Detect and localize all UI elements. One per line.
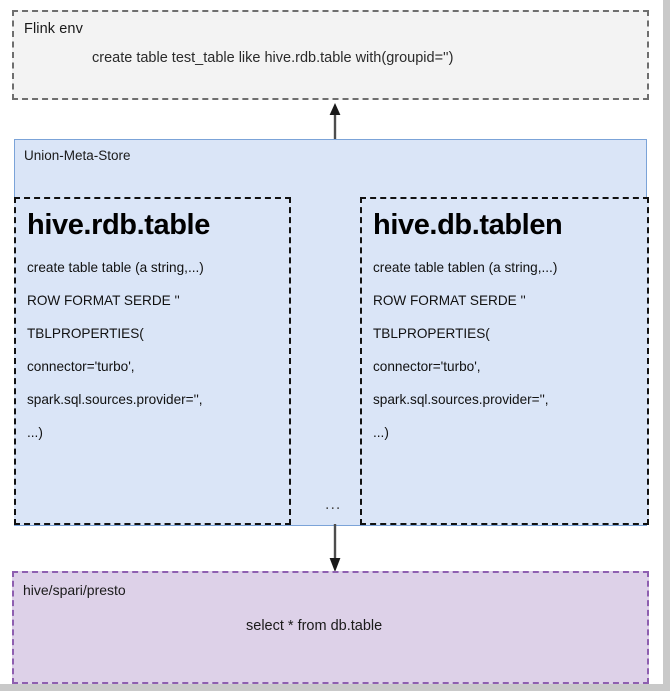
table-ddl-line: connector='turbo', <box>27 359 135 374</box>
table-ddl-line: ROW FORMAT SERDE '' <box>373 293 526 308</box>
flink-env-block: Flink env create table test_table like h… <box>12 10 649 100</box>
arrow-up-icon <box>329 103 341 141</box>
table-name: hive.db.tablen <box>373 209 563 241</box>
table-ddl-line: ...) <box>373 425 389 440</box>
table-ddl-line: spark.sql.sources.provider='', <box>27 392 203 407</box>
table-ddl-line: connector='turbo', <box>373 359 481 374</box>
table-name: hive.rdb.table <box>27 209 210 241</box>
table-ddl-line: create table tablen (a string,...) <box>373 260 558 275</box>
union-meta-store-block: Union-Meta-Store hive.rdb.table create t… <box>14 139 649 526</box>
query-engines-statement: select * from db.table <box>246 618 383 634</box>
table-ddl-line: ROW FORMAT SERDE '' <box>27 293 180 308</box>
flink-env-statement: create table test_table like hive.rdb.ta… <box>92 50 454 66</box>
arrow-down-icon <box>329 524 341 572</box>
union-meta-store-title: Union-Meta-Store <box>24 148 131 163</box>
table-ddl-line: TBLPROPERTIES( <box>373 326 490 341</box>
table-ddl-line: ...) <box>27 425 43 440</box>
tables-ellipsis-separator: ... <box>325 496 342 513</box>
query-engines-block: hive/spari/presto select * from db.table <box>12 571 649 684</box>
table-ddl-line: spark.sql.sources.provider='', <box>373 392 549 407</box>
table-card-hive-db-tablen: hive.db.tablen create table tablen (a st… <box>360 197 649 525</box>
table-ddl-line: TBLPROPERTIES( <box>27 326 144 341</box>
query-engines-title: hive/spari/presto <box>23 582 126 598</box>
table-ddl-line: create table table (a string,...) <box>27 260 204 275</box>
flink-env-title: Flink env <box>24 21 83 37</box>
table-card-hive-rdb-table: hive.rdb.table create table table (a str… <box>14 197 291 525</box>
